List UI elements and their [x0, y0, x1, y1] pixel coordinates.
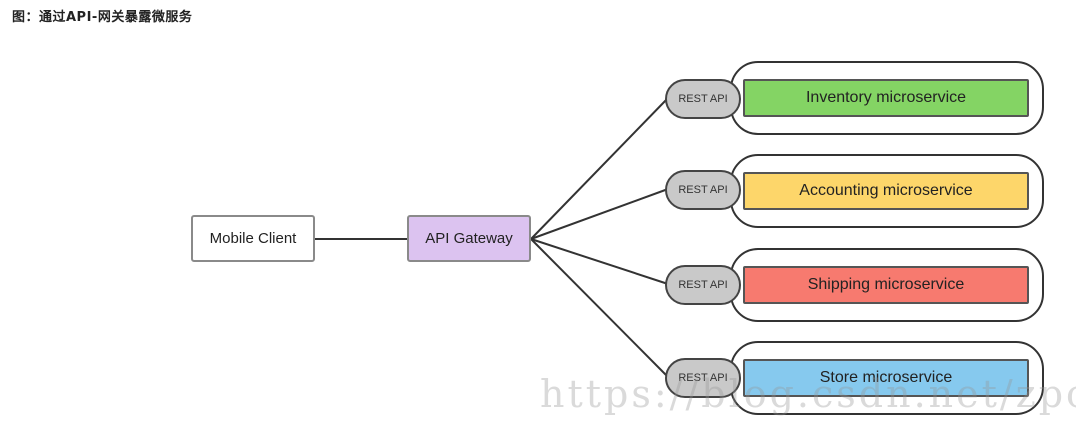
- gateway-to-inventory-line: [530, 97, 669, 240]
- gateway-to-shipping-line: [530, 238, 669, 285]
- accounting-rest-api-pill: REST API: [665, 170, 741, 210]
- figure-caption: 图：通过API-网关暴露微服务: [12, 10, 193, 25]
- store-microservice-label: Store microservice: [819, 369, 953, 386]
- inventory-microservice-box: Inventory microservice: [743, 79, 1029, 117]
- store-rest-api-label: REST API: [678, 372, 728, 384]
- api-gateway-label: API Gateway: [425, 230, 513, 247]
- api-gateway-node: API Gateway: [407, 215, 531, 262]
- mobile-client-label: Mobile Client: [209, 230, 297, 247]
- shipping-rest-api-label: REST API: [678, 279, 728, 291]
- watermark-text: https://blog.csdn.net/zpcis: [540, 372, 1076, 416]
- inventory-rest-api-pill: REST API: [665, 79, 741, 119]
- gateway-to-accounting-line: [530, 188, 669, 240]
- accounting-microservice-box: Accounting microservice: [743, 172, 1029, 210]
- shipping-rest-api-pill: REST API: [665, 265, 741, 305]
- inventory-microservice-label: Inventory microservice: [805, 89, 967, 106]
- inventory-rest-api-label: REST API: [678, 93, 728, 105]
- accounting-microservice-label: Accounting microservice: [799, 182, 973, 199]
- shipping-microservice-box: Shipping microservice: [743, 266, 1029, 304]
- gateway-to-store-line: [530, 238, 669, 378]
- store-microservice-box: Store microservice: [743, 359, 1029, 397]
- shipping-microservice-label: Shipping microservice: [807, 276, 965, 293]
- accounting-rest-api-label: REST API: [678, 184, 728, 196]
- mobile-client-node: Mobile Client: [191, 215, 315, 262]
- store-rest-api-pill: REST API: [665, 358, 741, 398]
